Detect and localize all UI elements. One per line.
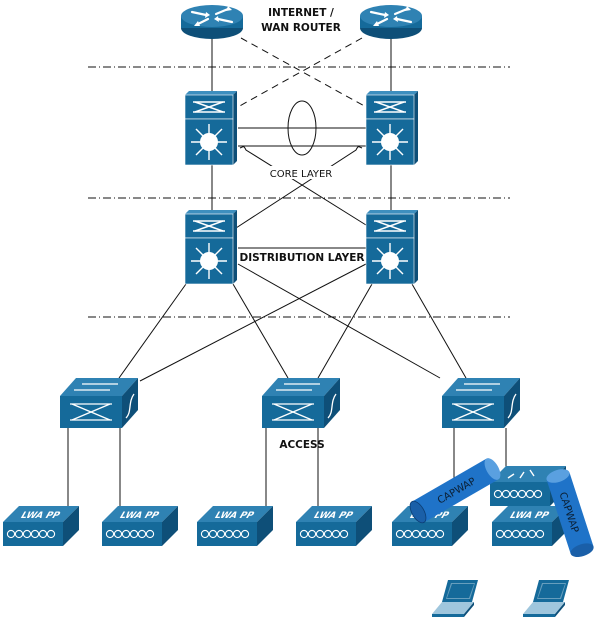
access-point-3[interactable]: LWA PP — [196, 505, 274, 547]
layer-separators — [88, 66, 510, 318]
ap-6-label: LWA PP — [509, 510, 551, 521]
distribution-switch-right[interactable] — [365, 209, 419, 285]
link-dist-left-access-3 — [237, 263, 441, 379]
link-dist-right-access-3 — [411, 283, 467, 379]
laptop-1[interactable] — [432, 580, 478, 617]
link-core-left-dist-right — [239, 146, 367, 226]
wan-router-right[interactable] — [358, 3, 424, 41]
laptop-2[interactable] — [523, 580, 569, 617]
label-access: ACCESS — [279, 439, 324, 451]
access-point-2[interactable]: LWA PP — [101, 505, 179, 547]
link-dist-right-access-2 — [317, 283, 373, 379]
core-label-bg — [264, 166, 338, 179]
access-switch-3[interactable] — [441, 377, 521, 429]
access-point-4[interactable]: LWA PP — [295, 505, 373, 547]
link-dist-right-access-1 — [139, 263, 367, 382]
access-point-1[interactable]: LWA PP — [2, 505, 80, 547]
access-switch-1[interactable] — [59, 377, 139, 429]
ap-1-label: LWA PP — [20, 510, 62, 521]
link-dist-left-access-1 — [118, 283, 187, 379]
label-distribution-layer: DISTRIBUTION LAYER — [240, 252, 365, 264]
ap-2-label: LWA PP — [119, 510, 161, 521]
access-switch-2[interactable] — [261, 377, 341, 429]
label-internet-line1: INTERNET / — [268, 7, 334, 19]
etherchannel-bundle — [287, 100, 317, 156]
controller-arrows-icon — [507, 469, 535, 479]
label-core-layer: CORE LAYER — [270, 169, 333, 180]
core-switch-left[interactable] — [184, 90, 238, 166]
ap-3-label: LWA PP — [214, 510, 256, 521]
links — [67, 37, 507, 510]
core-switch-right[interactable] — [365, 90, 419, 166]
label-internet-line2: WAN ROUTER — [261, 22, 341, 34]
distribution-label-bg — [240, 250, 364, 264]
capwap-tunnel-2: CAPWAP — [546, 469, 594, 557]
wan-router-left[interactable] — [179, 3, 245, 41]
link-dist-left-access-2 — [232, 283, 289, 379]
ap-4-label: LWA PP — [313, 510, 355, 521]
access-point-6[interactable]: LWA PP — [491, 505, 569, 547]
link-router-right-core-left — [235, 37, 363, 109]
link-core-right-dist-left — [235, 146, 363, 229]
link-router-left-core-right — [240, 37, 369, 109]
distribution-switch-left[interactable] — [184, 209, 238, 285]
